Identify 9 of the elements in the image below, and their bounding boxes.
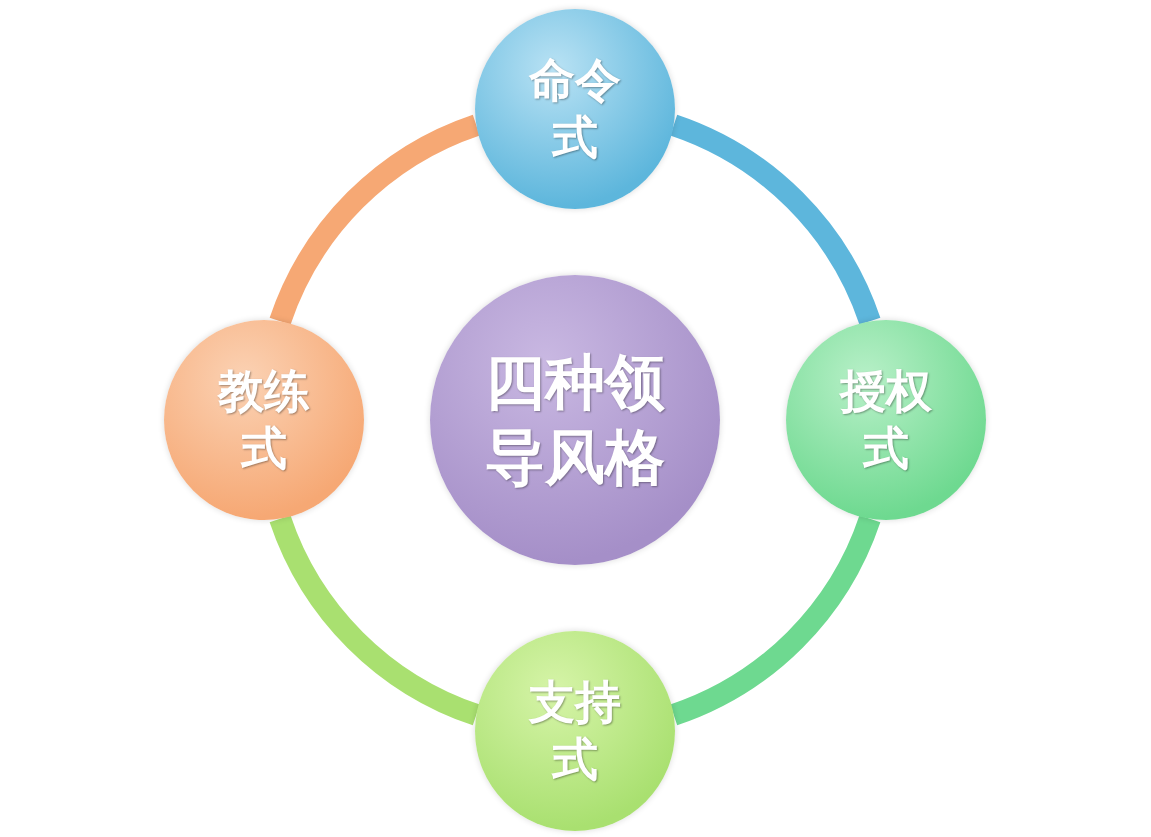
ring-arc <box>669 114 881 326</box>
ring-arc <box>669 514 881 726</box>
ring-arc <box>269 514 481 726</box>
circle-label: 教练式 <box>216 362 311 477</box>
circle-label: 命令式 <box>528 51 622 166</box>
circle-label: 支持式 <box>527 673 622 788</box>
circle-label: 四种领导风格 <box>484 346 666 494</box>
circle-label: 授权式 <box>838 362 933 477</box>
ring-arc <box>269 114 481 326</box>
